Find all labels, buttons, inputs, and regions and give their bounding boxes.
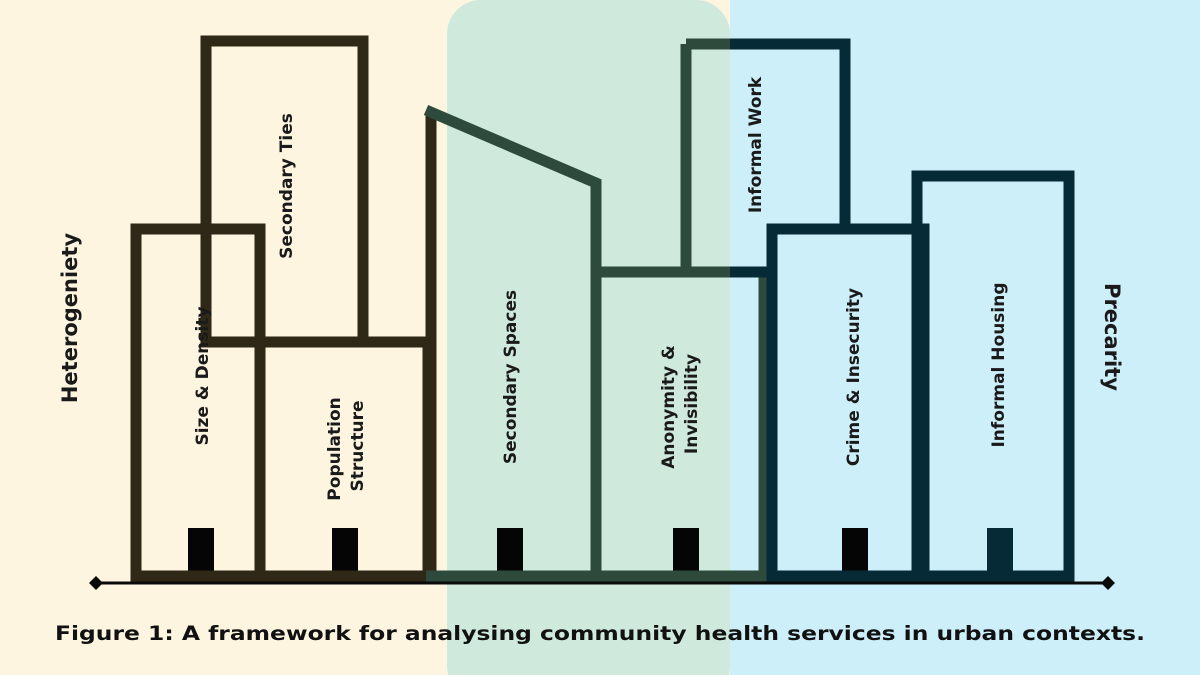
building-label-secondary-ties-line-1: Secondary Ties <box>277 113 297 259</box>
building-label-informal-work: Informal Work <box>746 76 766 213</box>
precarity-zone <box>730 0 1200 675</box>
ground-right-diamond <box>1101 576 1115 590</box>
building-anonymity-invisibility <box>590 266 770 582</box>
building-label-size-density-line-1: Size & Density <box>193 306 213 445</box>
building-label-informal-housing-line-1: Informal Housing <box>989 282 1009 447</box>
building-label-secondary-spaces-line-1: Secondary Spaces <box>501 290 521 464</box>
building-label-anonymity-invisibility: Anonymity & Invisibility <box>659 339 702 469</box>
buildings-left-group <box>130 35 437 582</box>
building-label-crime-insecurity-line-1: Crime & Insecurity <box>844 288 864 466</box>
building-label-secondary-ties: Secondary Ties <box>277 113 297 259</box>
building-label-population-structure-line-2: Structure <box>348 400 368 491</box>
figure-caption: Figure 1: A framework for analysing comm… <box>55 622 1145 645</box>
side-label-heterogeniety: Heterogeniety <box>58 233 82 404</box>
side-label-precarity: Precarity <box>1100 283 1124 391</box>
ground-axis <box>89 576 1115 590</box>
buildings-right-group <box>730 38 1075 582</box>
building-label-secondary-spaces: Secondary Spaces <box>501 290 521 464</box>
building-label-size-density: Size & Density <box>193 306 213 445</box>
building-crime-insecurity <box>766 223 930 582</box>
building-label-anonymity-invisibility-line-1: Anonymity & <box>659 345 679 469</box>
building-label-crime-insecurity: Crime & Insecurity <box>844 288 864 466</box>
building-label-informal-work-line-1: Informal Work <box>746 76 766 213</box>
building-informal-housing <box>911 170 1075 582</box>
buildings-middle-group <box>423 38 770 582</box>
building-labels: Size & Density Secondary Ties Population… <box>193 76 1009 501</box>
building-informal-work <box>730 38 851 229</box>
building-label-population-structure: Population Structure <box>325 391 368 500</box>
building-label-anonymity-invisibility-line-2: Invisibility <box>682 354 702 454</box>
building-label-population-structure-line-1: Population <box>325 397 345 500</box>
ground-left-diamond <box>89 576 103 590</box>
building-label-informal-housing: Informal Housing <box>989 282 1009 447</box>
overlap-zone <box>447 0 730 675</box>
